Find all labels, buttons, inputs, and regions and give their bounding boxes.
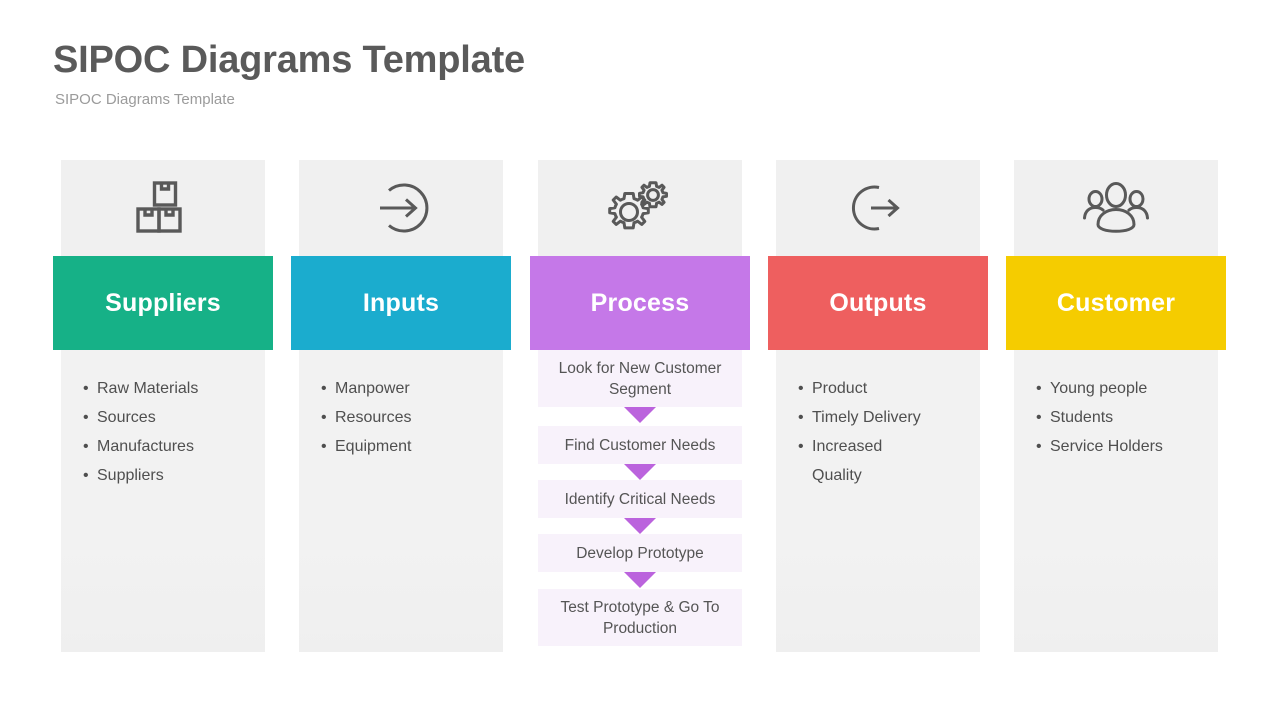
outputs-band: Outputs	[768, 256, 988, 350]
page-subtitle: SIPOC Diagrams Template	[55, 91, 235, 108]
customer-icon-panel	[1014, 160, 1218, 256]
page-header: SIPOC Diagrams Template SIPOC Diagrams T…	[53, 38, 1233, 110]
sipoc-diagram: Suppliers Raw Materials Sources Manufact…	[0, 160, 1280, 660]
suppliers-band: Suppliers	[53, 256, 273, 350]
inputs-body: Manpower Resources Equipment	[299, 350, 503, 652]
flow-step: Test Prototype & Go To Production	[538, 589, 742, 646]
inputs-icon-panel	[299, 160, 503, 256]
customer-list: Young people Students Service Holders	[1014, 350, 1218, 461]
suppliers-icon-panel	[61, 160, 265, 256]
outputs-list: Product Timely Delivery Increased Qualit…	[776, 350, 980, 490]
arrow-out-of-circle-icon	[847, 179, 909, 237]
list-item: Manufactures	[83, 432, 259, 461]
flow-arrow-icon	[624, 464, 656, 480]
arrow-into-circle-icon	[372, 179, 430, 237]
list-item: Suppliers	[83, 461, 259, 490]
customer-body: Young people Students Service Holders	[1014, 350, 1218, 652]
inputs-list: Manpower Resources Equipment	[299, 350, 503, 461]
list-item: Product	[798, 374, 974, 403]
list-item: Timely Delivery	[798, 403, 974, 432]
inputs-band: Inputs	[291, 256, 511, 350]
process-icon-panel	[538, 160, 742, 256]
flow-step: Develop Prototype	[538, 534, 742, 572]
suppliers-label: Suppliers	[105, 288, 221, 317]
outputs-icon-panel	[776, 160, 980, 256]
customer-band: Customer	[1006, 256, 1226, 350]
process-label: Process	[590, 288, 690, 317]
suppliers-body: Raw Materials Sources Manufactures Suppl…	[61, 350, 265, 652]
flow-arrow-icon	[624, 407, 656, 423]
list-item: Service Holders	[1036, 432, 1212, 461]
flow-arrow-icon	[624, 518, 656, 534]
list-item: Sources	[83, 403, 259, 432]
process-flow: Look for New Customer Segment Find Custo…	[538, 350, 742, 652]
flow-step: Identify Critical Needs	[538, 480, 742, 518]
suppliers-list: Raw Materials Sources Manufactures Suppl…	[61, 350, 265, 490]
list-item: Resources	[321, 403, 497, 432]
customer-label: Customer	[1056, 288, 1176, 317]
outputs-label: Outputs	[829, 288, 927, 317]
flow-arrow-icon	[624, 572, 656, 588]
list-item: Equipment	[321, 432, 497, 461]
flow-step: Look for New Customer Segment	[538, 350, 742, 407]
inputs-label: Inputs	[362, 288, 440, 317]
list-item: Increased Quality	[798, 432, 908, 490]
gears-icon	[607, 178, 673, 238]
list-item: Young people	[1036, 374, 1212, 403]
process-band: Process	[530, 256, 750, 350]
list-item: Raw Materials	[83, 374, 259, 403]
flow-step: Find Customer Needs	[538, 426, 742, 464]
people-group-icon	[1081, 182, 1151, 234]
list-item: Manpower	[321, 374, 497, 403]
boxes-icon	[132, 179, 194, 237]
page-title: SIPOC Diagrams Template	[53, 39, 525, 81]
outputs-body: Product Timely Delivery Increased Qualit…	[776, 350, 980, 652]
list-item: Students	[1036, 403, 1212, 432]
